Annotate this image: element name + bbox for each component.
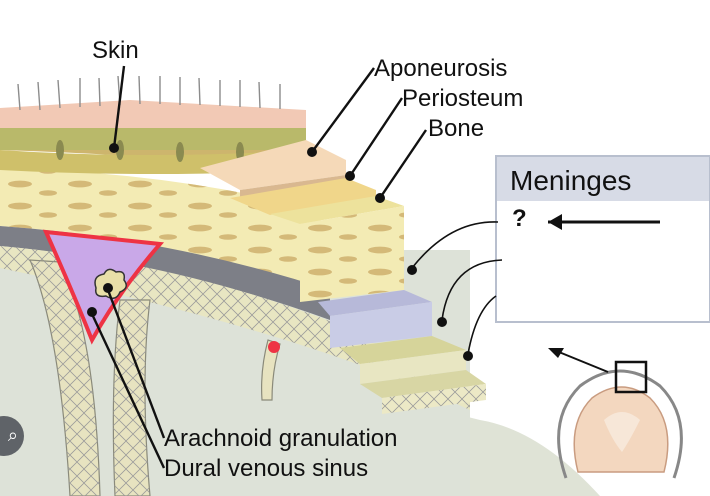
dermis-band	[0, 128, 306, 150]
label-skin: Skin	[92, 37, 139, 64]
label-aponeurosis: Aponeurosis	[374, 55, 507, 82]
bone-top-face	[270, 196, 404, 224]
label-arachnoid-granulation: Arachnoid granulation	[164, 425, 398, 452]
meninges-box: Meninges ?	[495, 155, 710, 323]
zoom-region-box	[614, 360, 648, 394]
cortical-vein	[261, 339, 281, 401]
dura-step	[318, 290, 432, 316]
bridging-vein-marker	[268, 341, 280, 353]
unknown-layer-mark: ?	[512, 205, 527, 232]
periosteum-step	[230, 178, 376, 215]
hair-strands	[17, 75, 281, 111]
label-dural-venous-sinus: Dural venous sinus	[164, 455, 368, 482]
meninges-title: Meninges	[510, 165, 631, 196]
pia-step	[360, 370, 486, 398]
arachnoid-step	[340, 336, 466, 364]
brain-head-icon	[548, 348, 683, 479]
label-periosteum: Periosteum	[402, 85, 523, 112]
label-bone: Bone	[428, 115, 484, 142]
